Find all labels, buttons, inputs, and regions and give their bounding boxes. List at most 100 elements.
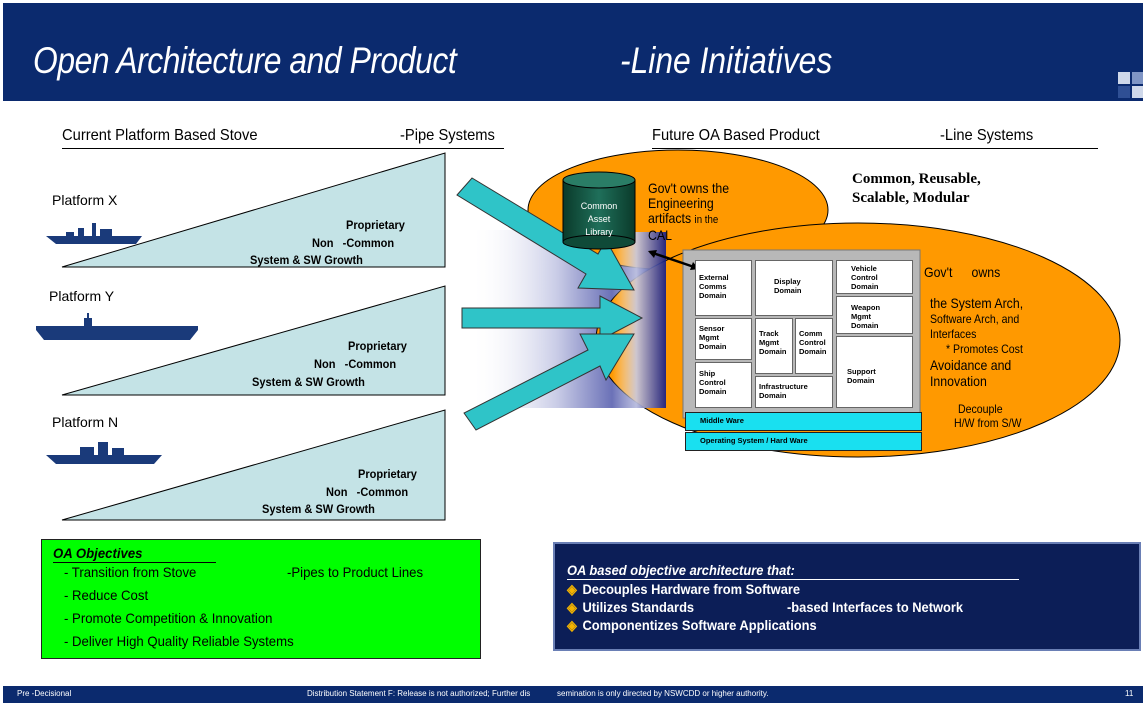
engineering-oval-text: Gov't owns the Engineering artifacts in … [648,181,729,243]
oa-architecture-underline [567,579,1019,580]
weapon-mgmt-domain: Weapon Mgmt Domain [836,296,913,334]
right-heading-a: Future OA Based Product [652,127,820,144]
accent-square [1132,72,1143,84]
triangle-x-line3: System & SW Growth [250,253,363,267]
domain-word: Ship [699,369,716,378]
diamond-bullet-icon: ◈ [567,617,577,633]
arrow-from-y-icon [461,295,644,341]
triangle-y-line2: Non -Common [314,357,397,371]
support-domain: Support Domain [836,336,913,408]
arrow-from-n-icon [463,333,635,431]
big-oval-line4: Interfaces [930,327,977,341]
common-asset-library: Common Asset Library [563,200,635,239]
os-hardware-layer: Operating System / Hard Ware [685,432,922,451]
domain-word: Domain [774,286,802,295]
triangle-n-line2: Non -Common [326,485,409,499]
carrier-icon [36,313,198,340]
big-oval-line9: H/W from S/W [954,416,1022,430]
accent-square [1132,86,1143,98]
stovepipe-triangle-x [61,152,446,268]
oa-objectives-title: OA Objectives [53,545,143,561]
domain-word: Display [774,277,801,286]
triangle-n-line1: Proprietary [358,467,417,481]
item-text: Utilizes Standards [582,599,695,615]
tagline-line1: Common, Reusable, [852,171,981,187]
footer-marking: Pre -Decisional [17,689,72,698]
cal-cylinder-base [562,234,636,250]
oa-architecture-item-cont: -based Interfaces to Network [787,599,964,615]
left-heading-a: Current Platform Based Stove [62,127,258,144]
footer-distribution-b: semination is only directed by NSWCDD or… [557,689,769,698]
destroyer-icon [46,223,142,244]
big-oval-line8: Decouple [958,402,1003,416]
oval-word: artifacts [648,210,692,226]
item-text: Componentizes Software Applications [582,617,817,633]
oval-line: CAL [648,227,672,243]
display-domain: Display Domain [755,260,833,316]
infrastructure-domain: Infrastructure Domain [755,376,833,408]
triangle-y-line3: System & SW Growth [252,375,365,389]
oval-word: owns [971,264,1001,280]
domain-word: Control [851,273,878,282]
big-oval-line3: Software Arch, and [930,312,1020,326]
domain-word: Vehicle [851,264,877,273]
domain-word: Comms [699,282,727,291]
stovepipe-triangle-y [61,285,446,396]
objective-item: - Transition from Stove [64,564,197,580]
slide-title-left: Open Architecture and Product [33,40,457,81]
track-mgmt-domain: Track Mgmt Domain [755,318,793,374]
left-heading-b: -Pipe Systems [400,127,495,144]
domain-word: Control [699,378,726,387]
tagline-line2: Scalable, Modular [852,190,970,206]
item-text: Decouples Hardware from Software [582,581,801,597]
domain-word: Comm [799,329,823,338]
oval-line: Gov't owns the [648,180,730,196]
domain-word: Domain [699,291,727,300]
link-arrow-head [648,250,657,258]
domain-word: Control [799,338,826,347]
middleware-layer: Middle Ware [685,412,922,431]
domain-word: Domain [799,347,827,356]
oa-architecture-item: ◈Decouples Hardware from Software [567,581,800,598]
domain-word: Track [759,329,779,338]
cal-cylinder-body [562,179,636,243]
accent-square [1118,72,1130,84]
domain-word: Domain [699,342,727,351]
cal-line3: Library [585,227,613,237]
diamond-bullet-icon: ◈ [567,599,577,615]
title-bar [3,3,1143,101]
domain-word: Domain [851,321,879,330]
domain-word: Domain [851,282,879,291]
platform-x-label: Platform X [52,192,118,208]
left-heading-underline [62,148,504,149]
big-oval-line6: Avoidance and [930,357,1012,373]
domain-word: Domain [759,347,787,356]
domain-word: Domain [699,387,727,396]
big-oval-line2: the System Arch, [930,295,1024,311]
cal-line2: Asset [587,214,611,224]
ship-control-domain: Ship Control Domain [695,362,752,408]
big-oval-line7: Innovation [930,373,987,389]
oa-objectives-box: OA Objectives - Transition from Stove -P… [41,539,481,659]
oa-architecture-item: ◈ Utilizes Standards [567,599,694,616]
domain-word: External [699,273,729,282]
slide-title-right: -Line Initiatives [620,40,833,81]
stovepipe-triangle-n [61,409,446,521]
domain-word: Mgmt [851,312,871,321]
sensor-mgmt-domain: Sensor Mgmt Domain [695,318,752,360]
frigate-icon [46,442,162,464]
platform-y-label: Platform Y [49,288,115,304]
external-comms-domain: External Comms Domain [695,260,752,316]
comm-control-domain: Comm Control Domain [795,318,833,374]
right-heading-b: -Line Systems [940,127,1034,144]
page-number: 11 [1125,689,1134,698]
footer-distribution-a: Distribution Statement F: Release is not… [307,689,531,698]
accent-square [1118,86,1130,98]
domain-word: Domain [847,376,875,385]
domain-word: Mgmt [699,333,719,342]
domain-word: Weapon [851,303,881,312]
domain-word: Domain [759,391,787,400]
platform-n-label: Platform N [52,414,119,430]
oval-word: Gov't [924,264,953,280]
right-heading-underline [652,148,1098,149]
